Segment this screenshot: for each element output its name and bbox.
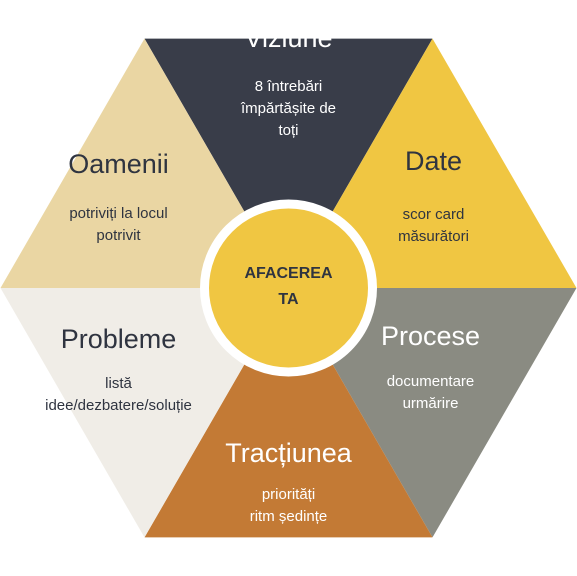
segment-procese: Procese documentare urmărire (288, 288, 577, 538)
segment-viziune: Viziune 8 întrebări împărtășite de toți (144, 23, 433, 288)
segment-date-line-2: măsurători (398, 228, 469, 245)
segment-date-line-1: scor card (403, 206, 465, 223)
segment-viziune-line-2: împărtășite de (240, 100, 336, 117)
segment-probleme-wedge (0, 288, 289, 538)
segment-tractiunea-wedge (144, 288, 433, 538)
segment-procese-line-1: documentare (387, 373, 475, 390)
hub-line-1: AFACEREA (244, 265, 332, 282)
segment-procese-title: Procese (381, 321, 480, 351)
segment-procese-line-2: urmărire (403, 395, 459, 412)
segment-tractiunea: Tracțiunea priorități ritm ședințe (144, 288, 433, 538)
hub: AFACEREA TA (200, 199, 377, 377)
segments-layer: Viziune 8 întrebări împărtășite de toți … (0, 23, 577, 538)
segment-oamenii: Oamenii potriviți la locul potrivit (0, 38, 289, 288)
segment-oamenii-title: Oamenii (68, 149, 169, 179)
segment-tractiunea-line-2: ritm ședințe (250, 508, 328, 525)
segment-procese-wedge (288, 288, 577, 538)
segment-date: Date scor card măsurători (288, 38, 577, 288)
segment-oamenii-wedge (0, 38, 289, 288)
segment-viziune-wedge (144, 38, 433, 288)
segment-probleme: Probleme listă idee/dezbatere/soluție (0, 288, 289, 538)
segment-viziune-title: Viziune (244, 23, 332, 53)
segment-probleme-title: Probleme (61, 324, 177, 354)
segment-tractiunea-line-1: priorități (262, 486, 315, 503)
segment-probleme-line-2: idee/dezbatere/soluție (45, 397, 192, 414)
hub-circle (200, 199, 377, 377)
segment-viziune-line-1: 8 întrebări (255, 78, 323, 95)
segment-date-wedge (288, 38, 577, 288)
segment-oamenii-line-2: potrivit (96, 227, 141, 244)
segment-viziune-line-3: toți (278, 122, 298, 139)
segment-tractiunea-title: Tracțiunea (225, 438, 353, 468)
segment-oamenii-line-1: potriviți la locul (69, 205, 167, 222)
segment-probleme-line-1: listă (105, 375, 132, 392)
segment-date-title: Date (405, 146, 462, 176)
hub-line-2: TA (278, 291, 299, 308)
